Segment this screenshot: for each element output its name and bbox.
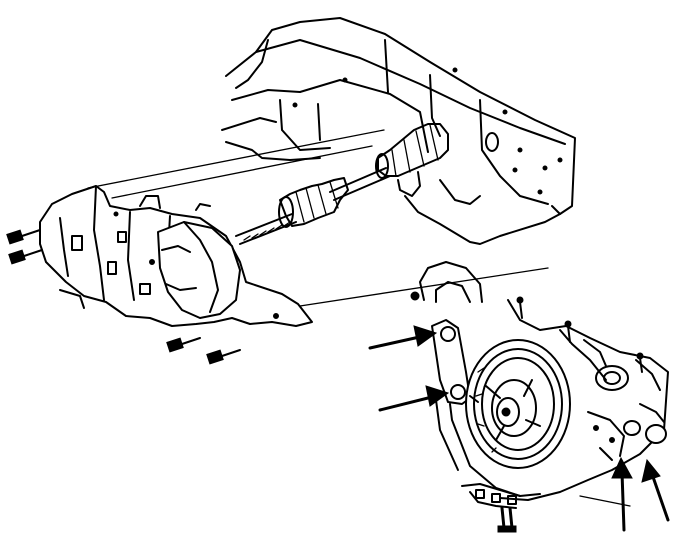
splash-shield bbox=[39, 185, 313, 327]
engine-mount-bracket bbox=[410, 261, 669, 533]
crankshaft-pulley bbox=[465, 339, 571, 469]
bolt-1 bbox=[6, 229, 41, 245]
callout-arrow-3 bbox=[611, 456, 633, 532]
bolt-3 bbox=[166, 337, 201, 353]
bolt-4 bbox=[206, 349, 241, 365]
cv-boot-inner bbox=[375, 123, 449, 197]
cv-boot-outer bbox=[278, 177, 349, 228]
bolt-2 bbox=[8, 249, 43, 265]
callout-arrow-1 bbox=[368, 325, 438, 350]
callout-arrow-2 bbox=[378, 385, 450, 412]
mounting-bolts bbox=[6, 229, 241, 365]
frame-rail bbox=[221, 17, 576, 245]
drive-axle bbox=[87, 129, 549, 307]
callout-arrow-4 bbox=[641, 458, 670, 522]
